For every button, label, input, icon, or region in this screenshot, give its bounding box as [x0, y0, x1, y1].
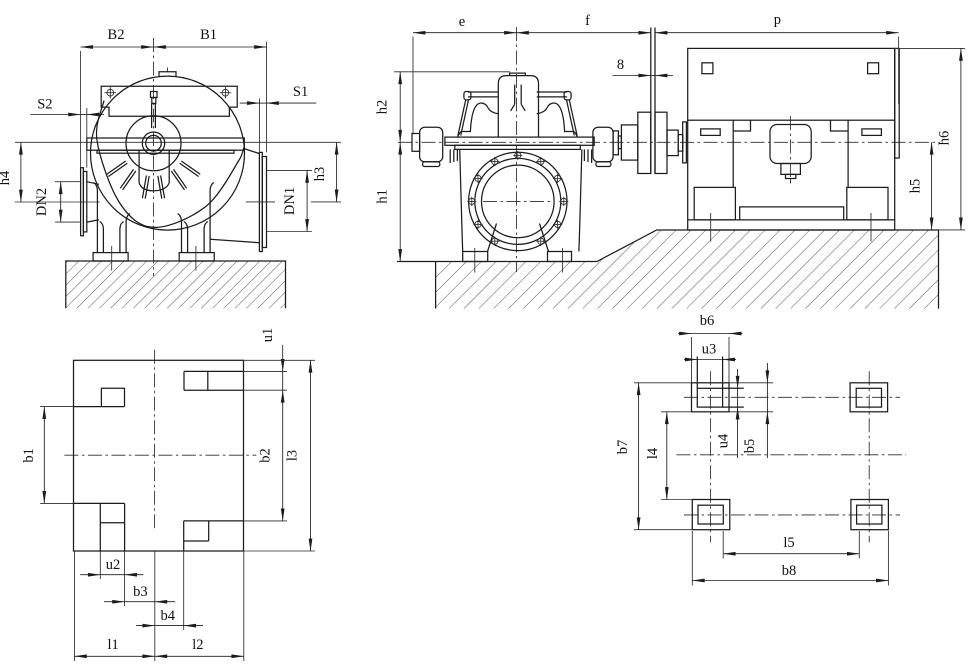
- dim-b2: b2: [243, 389, 287, 522]
- casing-left-side: [459, 149, 464, 252]
- cover-bolts: [467, 150, 569, 246]
- support-wings: [457, 90, 578, 136]
- dim-label-b5: b5: [742, 439, 758, 454]
- casing-ribs: [106, 160, 201, 199]
- bolt-pocket-bottom-right: [850, 498, 890, 531]
- slot-bottom-right: [183, 520, 244, 551]
- dim-label-l3: l3: [285, 450, 301, 461]
- dim-label-u3: u3: [702, 342, 717, 358]
- dim-label-u2: u2: [106, 557, 121, 573]
- dim-label-b4: b4: [160, 608, 175, 624]
- dim-DN2: DN2: [34, 181, 81, 223]
- dim-u1: u1: [243, 328, 287, 391]
- dim-h2-h1: h2 h1: [375, 71, 510, 262]
- dim-label-b8: b8: [782, 563, 797, 579]
- dim-l4: l4: [645, 411, 693, 500]
- dim-h5-h6: h5 h6: [894, 47, 965, 231]
- dim-h4: h4: [0, 142, 100, 203]
- pump-legs-front: [92, 181, 215, 271]
- split-flange-side: [444, 136, 595, 151]
- side-foundation: [397, 229, 940, 309]
- dim-label-l5: l5: [783, 535, 794, 551]
- side-view: e f p 8 h2 h1 h5 h6: [375, 12, 965, 309]
- dim-b1: b1: [21, 406, 74, 504]
- pump-casing-front: [86, 67, 246, 231]
- dim-l5: l5: [722, 531, 860, 559]
- dim-l1-l2: l1 l2: [73, 551, 245, 661]
- dim-h3: h3: [245, 142, 341, 203]
- dim-label-f: f: [585, 13, 590, 29]
- dim-label-l1: l1: [107, 637, 118, 653]
- dim-label-h6: h6: [937, 131, 953, 146]
- dim-u2: u2: [80, 551, 144, 606]
- bolt-pocket-bottom-left: [691, 498, 731, 531]
- dim-l3: l3: [243, 359, 315, 552]
- dim-S1: S1: [239, 84, 317, 153]
- pump-side-view: [411, 27, 688, 273]
- dim-S2: S2: [30, 97, 104, 168]
- dim-B2-B1: B2 B1: [80, 27, 267, 168]
- dim-e-f-p: e f p: [412, 12, 900, 133]
- front-foundation: [65, 260, 287, 309]
- top-plate-bolt-holes: [104, 87, 232, 99]
- bolt-pocket-top-right: [849, 382, 889, 413]
- dim-label-e: e: [459, 14, 465, 30]
- discharge-flange: [210, 147, 268, 253]
- dim-u3: u3: [684, 342, 736, 362]
- dim-label-h2: h2: [375, 100, 391, 115]
- base-plan-view: u1 b2 l3 b1 u2: [21, 328, 315, 661]
- bolt-pocket-top-left: [690, 356, 773, 413]
- dim-label-DN2: DN2: [34, 188, 50, 216]
- front-view: B2 B1 S2 S1 h4 DN2: [0, 27, 341, 309]
- dim-label-h3: h3: [312, 167, 328, 182]
- slot-top-right: [183, 370, 244, 391]
- dim-label-l2: l2: [192, 637, 203, 653]
- dim-label-b2: b2: [258, 448, 274, 463]
- bolt-plan-view: b6 u3 b7 l4 u4: [615, 313, 907, 586]
- dim-label-b3: b3: [133, 584, 148, 600]
- dim-label-b7: b7: [615, 440, 631, 455]
- dim-b4: b4: [136, 551, 203, 630]
- dim-label-DN1: DN1: [282, 187, 298, 215]
- dim-label-p: p: [774, 12, 781, 28]
- slot-bottom-left: [73, 502, 126, 551]
- casing-dome-right: [536, 102, 578, 138]
- casing-right-side: [578, 149, 583, 252]
- dim-b3: b3: [104, 584, 175, 604]
- dim-label-u4: u4: [716, 433, 732, 448]
- slot-top-left: [73, 387, 126, 408]
- dim-u4: u4: [716, 369, 740, 458]
- dim-label-b6: b6: [700, 313, 715, 329]
- dim-label-h1: h1: [375, 189, 391, 204]
- dim-label-h5: h5: [908, 179, 924, 194]
- dim-label-S1: S1: [293, 84, 308, 100]
- dim-label-h4: h4: [0, 170, 13, 185]
- volute-spiral: [95, 100, 245, 229]
- dim-label-u1: u1: [260, 328, 276, 343]
- coupling: [612, 27, 688, 175]
- motor-side-view: [687, 47, 900, 242]
- dim-label-l4: l4: [645, 447, 661, 459]
- pump-bearing-housings: [411, 126, 614, 168]
- dim-label-b1: b1: [21, 448, 37, 463]
- dim-b5: b5: [742, 363, 770, 458]
- dim-label-B2: B2: [108, 27, 125, 43]
- split-flange-bar: [86, 137, 245, 151]
- bearing-housing-front: [125, 115, 182, 192]
- dim-label-S2: S2: [37, 97, 52, 113]
- baseplate-outline: [72, 359, 245, 552]
- casing-dome-left: [457, 102, 499, 138]
- dim-label-B1: B1: [200, 27, 217, 43]
- dim-DN1: DN1: [266, 169, 312, 232]
- dim-b7: b7: [615, 382, 693, 531]
- top-plate: [100, 85, 238, 117]
- dim-b8: b8: [691, 531, 889, 586]
- bearing-pedestal: [497, 72, 540, 137]
- dim-coupling-gap: 8: [612, 57, 673, 78]
- dim-label-gap8: 8: [617, 57, 624, 73]
